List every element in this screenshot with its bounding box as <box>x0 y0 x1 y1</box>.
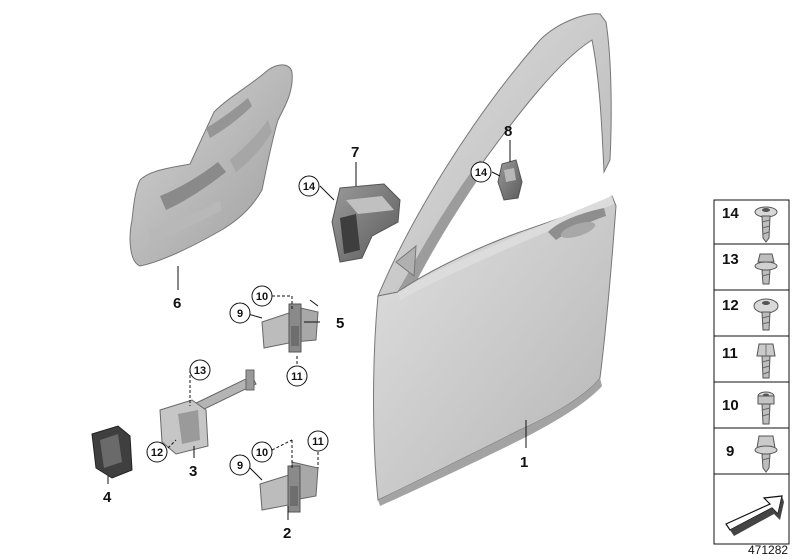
legend-item-12: 12 <box>722 297 779 331</box>
svg-text:14: 14 <box>722 205 739 222</box>
legend-item-9: 9 <box>726 435 778 473</box>
buffer-part <box>497 159 523 201</box>
fastener-legend: 14 13 12 <box>713 199 790 545</box>
hex-flange-screw-icon <box>754 435 778 473</box>
direction-arrow-icon <box>725 495 784 536</box>
upper-hinge <box>261 303 319 353</box>
callout-3: 3 <box>189 463 197 480</box>
callout-5: 5 <box>336 315 344 332</box>
callout-1: 1 <box>520 454 528 471</box>
callout-9-upper: 9 <box>229 302 251 324</box>
svg-text:11: 11 <box>312 436 324 448</box>
door-inner-panel <box>129 64 293 267</box>
legend-item-11: 11 <box>722 343 776 379</box>
callout-7: 7 <box>351 144 359 161</box>
callout-9-lower: 9 <box>229 454 251 476</box>
callout-6: 6 <box>173 295 181 312</box>
callout-10-lower: 10 <box>251 441 273 463</box>
svg-text:14: 14 <box>475 167 488 179</box>
svg-text:9: 9 <box>237 460 243 472</box>
callout-13: 13 <box>189 359 211 381</box>
svg-text:10: 10 <box>722 397 739 414</box>
bracket-part <box>331 183 401 263</box>
rubber-seal <box>91 425 133 479</box>
door-check <box>159 369 257 455</box>
callout-10-upper: 10 <box>251 285 273 307</box>
svg-text:10: 10 <box>256 447 268 459</box>
door-shell <box>373 13 617 506</box>
hex-flange-bolt-icon <box>754 253 778 285</box>
torx-button-head-screw-icon <box>753 298 779 331</box>
callout-11-lower: 11 <box>307 430 329 452</box>
callout-2: 2 <box>283 525 291 542</box>
svg-text:11: 11 <box>291 371 303 383</box>
svg-text:12: 12 <box>151 447 163 459</box>
callout-14-buffer: 14 <box>470 161 492 183</box>
svg-text:11: 11 <box>722 345 738 362</box>
lower-hinge <box>259 461 319 513</box>
callout-14-bracket: 14 <box>298 175 320 197</box>
svg-text:14: 14 <box>303 181 316 193</box>
hex-bolt-icon <box>756 343 776 379</box>
legend-item-13: 13 <box>722 251 778 285</box>
callout-4: 4 <box>103 489 112 506</box>
legend-item-14: 14 <box>722 205 778 243</box>
callout-12: 12 <box>146 441 168 463</box>
svg-text:12: 12 <box>722 297 739 314</box>
svg-text:10: 10 <box>256 291 268 303</box>
svg-text:9: 9 <box>237 308 243 320</box>
callout-11-upper: 11 <box>286 365 308 387</box>
legend-item-10: 10 <box>722 391 775 425</box>
document-id: 471282 <box>748 543 788 557</box>
svg-text:13: 13 <box>722 251 739 268</box>
torx-pan-screw-icon <box>754 206 778 243</box>
callouts: 1 2 3 4 5 6 7 8 9 9 10 10 11 11 <box>103 123 528 542</box>
callout-8: 8 <box>504 123 512 140</box>
leader-lines <box>107 140 527 520</box>
svg-text:13: 13 <box>194 365 206 377</box>
svg-text:9: 9 <box>726 443 734 460</box>
torx-bolt-icon <box>757 391 775 425</box>
